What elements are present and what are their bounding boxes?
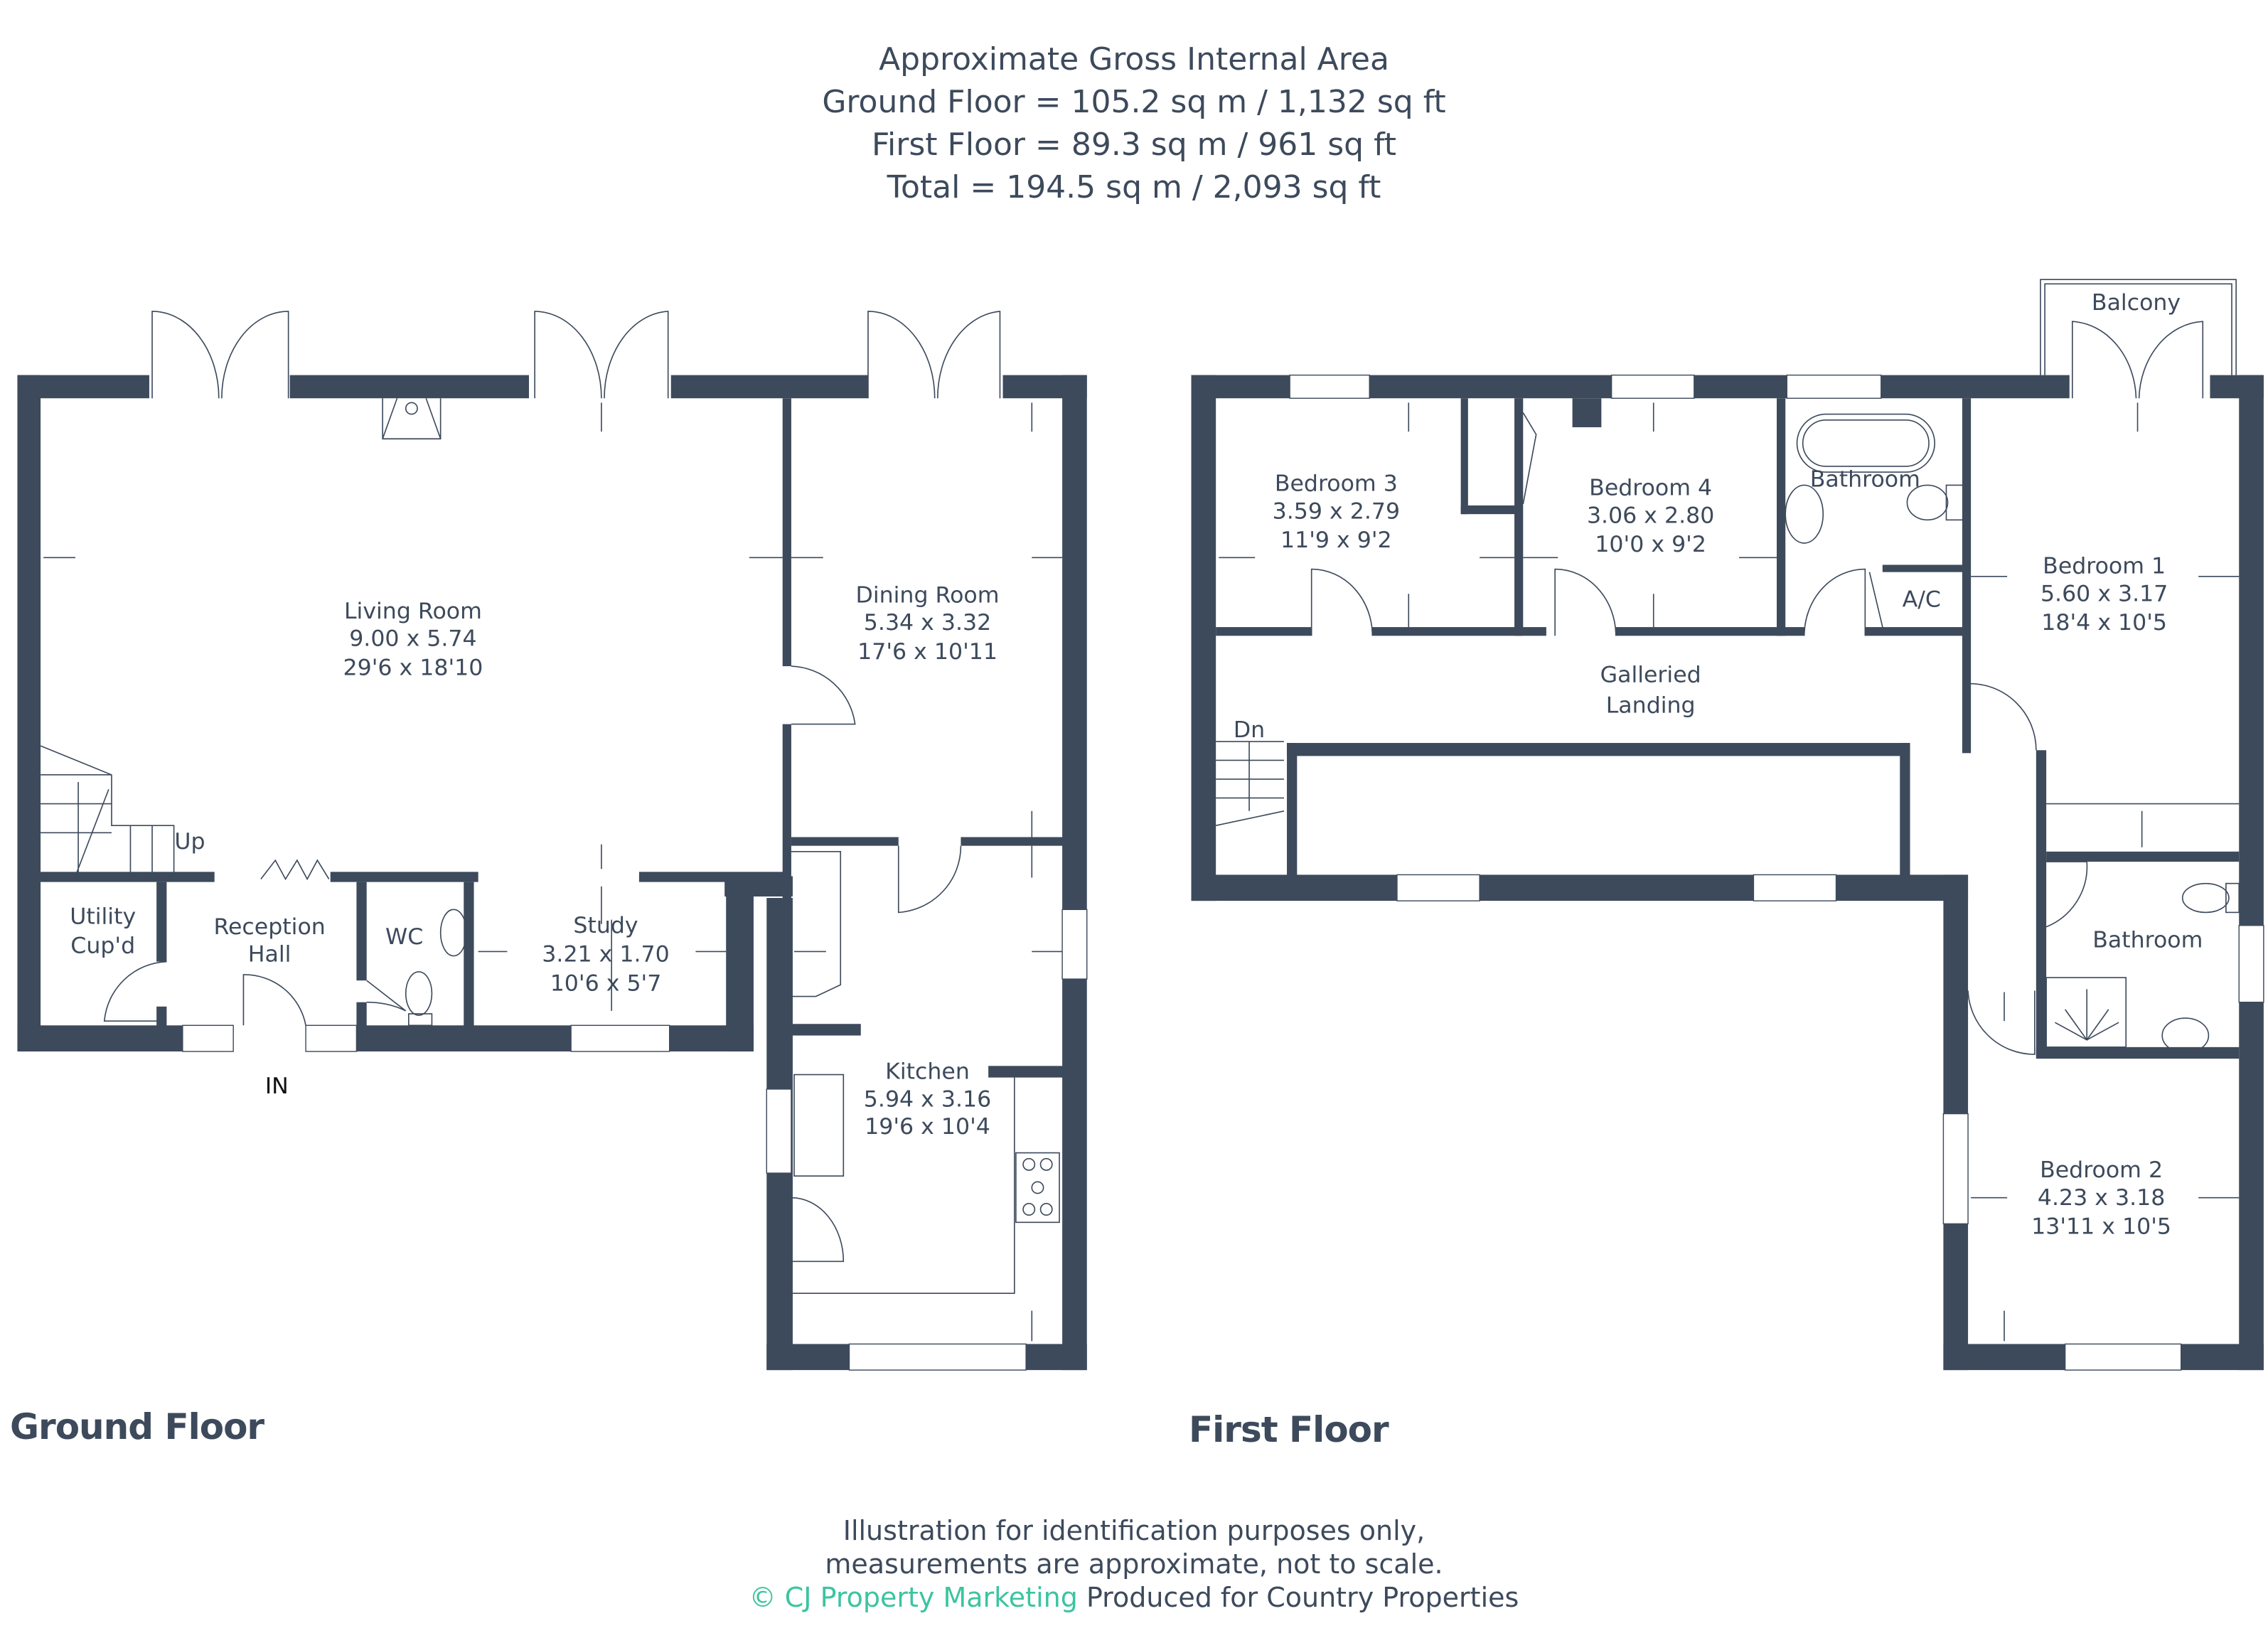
svg-text:11'9 x 9'2: 11'9 x 9'2 <box>1280 528 1392 553</box>
bedroom-2-label: Bedroom 2 4.23 x 3.18 13'11 x 10'5 <box>2031 1157 2171 1239</box>
stairs-down-label: Dn <box>1234 717 1265 743</box>
produced-for: Produced for Country Properties <box>1086 1582 1519 1613</box>
study-label: Study 3.21 x 1.70 10'6 x 5'7 <box>542 913 669 996</box>
total-area: Total = 194.5 sq m / 2,093 sq ft <box>887 169 1381 205</box>
svg-text:3.59 x 2.79: 3.59 x 2.79 <box>1273 498 1400 524</box>
svg-text:Study: Study <box>573 913 638 938</box>
svg-text:Dining Room: Dining Room <box>856 582 1000 608</box>
first-floor-area: First Floor = 89.3 sq m / 961 sq ft <box>871 127 1397 163</box>
bedroom-4-label: Bedroom 4 3.06 x 2.80 10'0 x 9'2 <box>1587 476 1714 557</box>
svg-text:29'6 x 18'10: 29'6 x 18'10 <box>343 655 483 680</box>
svg-text:Bedroom 3: Bedroom 3 <box>1275 471 1398 497</box>
bedroom-3-label: Bedroom 3 3.59 x 2.79 11'9 x 9'2 <box>1273 471 1400 553</box>
svg-text:13'11 x 10'5: 13'11 x 10'5 <box>2031 1214 2171 1240</box>
first-floor-plan <box>1191 279 2264 1371</box>
bathroom-1-label: Bathroom <box>1810 466 1920 492</box>
svg-text:Reception: Reception <box>213 914 325 940</box>
first-floor-label: First Floor <box>1189 1409 1389 1450</box>
svg-text:18'4 x 10'5: 18'4 x 10'5 <box>2041 610 2167 636</box>
kitchen-label: Kitchen 5.94 x 3.16 19'6 x 10'4 <box>864 1059 991 1140</box>
stairs-up-label: Up <box>174 829 205 855</box>
svg-text:Landing: Landing <box>1606 692 1696 718</box>
svg-text:Kitchen: Kitchen <box>885 1059 970 1085</box>
utility-cupboard-label: Utility Cup'd <box>70 904 136 959</box>
living-room-label: Living Room 9.00 x 5.74 29'6 x 18'10 <box>343 599 483 680</box>
dining-room-label: Dining Room 5.34 x 3.32 17'6 x 10'11 <box>856 582 1000 664</box>
svg-text:Hall: Hall <box>248 942 291 968</box>
svg-text:Living Room: Living Room <box>344 599 482 624</box>
svg-text:3.06 x 2.80: 3.06 x 2.80 <box>1587 503 1714 528</box>
brand-credit: © CJ Property Marketing <box>749 1582 1078 1613</box>
bathroom-2-label: Bathroom <box>2092 927 2203 953</box>
svg-text:10'6 x 5'7: 10'6 x 5'7 <box>550 970 662 996</box>
svg-text:17'6 x 10'11: 17'6 x 10'11 <box>857 639 997 665</box>
galleried-landing-label: Galleried Landing <box>1600 662 1701 718</box>
svg-text:Bedroom 1: Bedroom 1 <box>2043 554 2166 579</box>
svg-text:19'6 x 10'4: 19'6 x 10'4 <box>865 1114 990 1140</box>
svg-text:Galleried: Galleried <box>1600 662 1701 687</box>
svg-text:10'0 x 9'2: 10'0 x 9'2 <box>1595 532 1706 557</box>
svg-text:9.00 x 5.74: 9.00 x 5.74 <box>349 626 476 652</box>
svg-text:5.60 x 3.17: 5.60 x 3.17 <box>2040 581 2168 606</box>
svg-text:3.21 x 1.70: 3.21 x 1.70 <box>542 942 669 968</box>
gross-area-title: Approximate Gross Internal Area <box>879 41 1389 77</box>
svg-text:Utility: Utility <box>70 904 136 930</box>
svg-text:Bedroom 4: Bedroom 4 <box>1589 476 1712 501</box>
svg-text:Cup'd: Cup'd <box>70 933 135 958</box>
svg-text:4.23 x 3.18: 4.23 x 3.18 <box>2038 1185 2165 1211</box>
entrance-label: IN <box>265 1074 289 1099</box>
svg-text:5.94 x 3.16: 5.94 x 3.16 <box>864 1086 991 1112</box>
wc-label: WC <box>385 924 423 950</box>
svg-text:5.34 x 3.32: 5.34 x 3.32 <box>864 610 991 636</box>
airing-cupboard-label: A/C <box>1903 587 1941 613</box>
ground-floor-plan <box>17 311 1088 1371</box>
balcony-label: Balcony <box>2092 290 2181 316</box>
credits-line: © CJ Property Marketing Produced for Cou… <box>0 1581 2268 1615</box>
disclaimer-line-1: Illustration for identification purposes… <box>843 1515 1425 1546</box>
reception-hall-label: Reception Hall <box>213 914 325 968</box>
svg-text:Bedroom 2: Bedroom 2 <box>2040 1157 2163 1183</box>
bedroom-1-label: Bedroom 1 5.60 x 3.17 18'4 x 10'5 <box>2040 554 2168 636</box>
ground-floor-area: Ground Floor = 105.2 sq m / 1,132 sq ft <box>822 84 1446 120</box>
ground-floor-label: Ground Floor <box>10 1406 264 1447</box>
disclaimer-line-2: measurements are approximate, not to sca… <box>825 1548 1443 1580</box>
